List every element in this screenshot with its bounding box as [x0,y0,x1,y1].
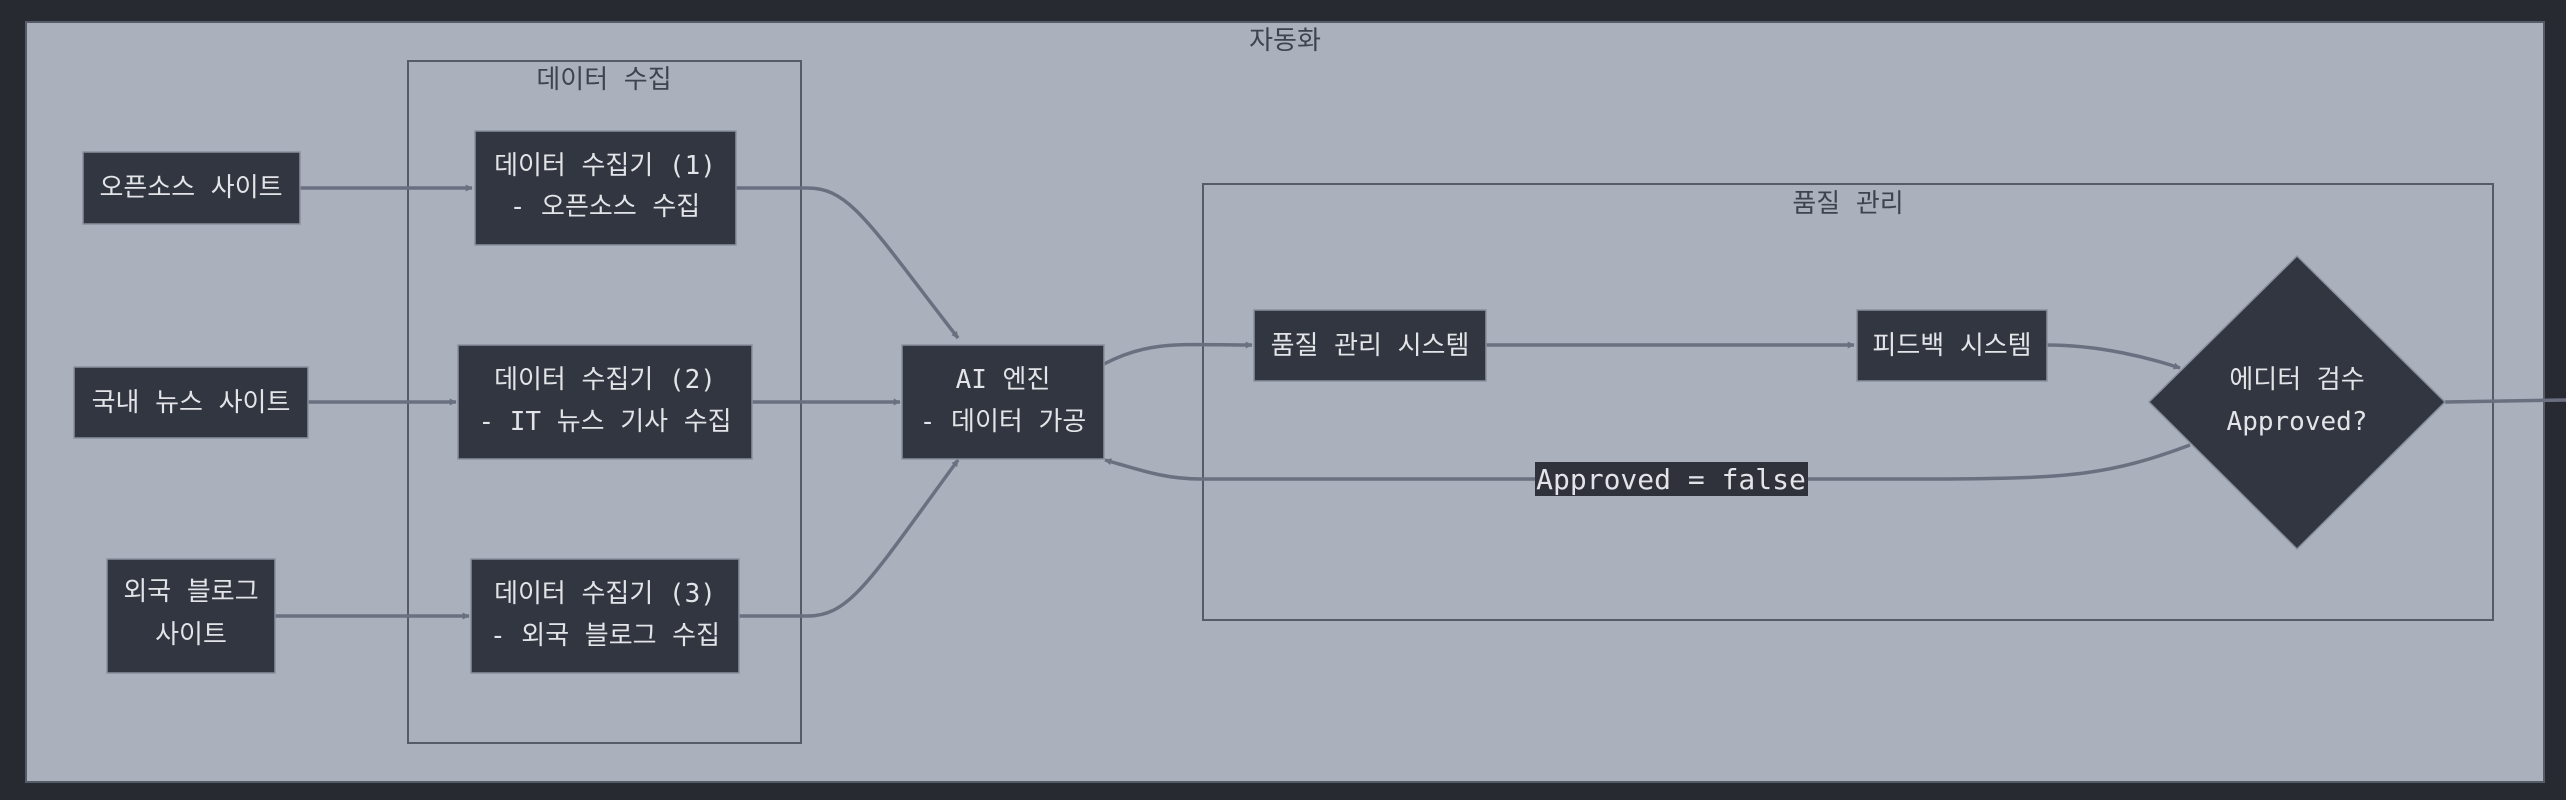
node-domestic-news-label: 국내 뉴스 사이트 [92,388,291,418]
node-feedback-system: 피드백 시스템 [1856,309,2048,382]
node-collector-2-line1: 데이터 수집기 (2) [494,365,716,395]
node-feedback-system-box [1856,309,2048,382]
node-collector-3-line2: - 외국 블로그 수집 [490,621,720,651]
node-collector-1-box [474,130,737,246]
node-domestic-news-box [73,366,309,439]
node-editor-review-line2: Approved? [2227,407,2368,437]
node-collector-3-line1: 데이터 수집기 (3) [494,579,716,609]
node-collector-3-box [470,558,740,674]
node-collector-1-line1: 데이터 수집기 (1) [494,151,716,181]
edge-collector1-to-ai [736,186,960,340]
node-qa-system: 품질 관리 시스템 [1253,309,1487,382]
node-collector-2: 데이터 수집기 (2) - IT 뉴스 기사 수집 [457,344,753,460]
node-foreign-blog-box [106,558,276,674]
node-editor-review-diamond [2147,254,2447,551]
node-ai-engine: AI 엔진 - 데이터 가공 [901,344,1105,460]
node-collector-3: 데이터 수집기 (3) - 외국 블로그 수집 [470,558,740,674]
edge-feedback-to-review [2046,343,2181,370]
edge-review-approved-out [2444,398,2566,404]
edge-label-rejected-bg [1535,462,1808,496]
node-qa-system-box [1253,309,1487,382]
edge-collector3-to-ai [739,458,960,618]
edge-ai-to-qa [1103,341,1253,366]
cluster-quality-label: 품질 관리 [1792,189,1903,219]
node-opensource-site-box [82,151,301,225]
node-ai-engine-box [901,344,1105,460]
node-domestic-news: 국내 뉴스 사이트 [73,366,309,439]
node-editor-review: 에디터 검수 Approved? [2147,254,2447,551]
cluster-collection-label: 데이터 수집 [536,65,671,95]
node-opensource-site-label: 오픈소스 사이트 [99,173,282,203]
node-collector-1: 데이터 수집기 (1) - 오픈소스 수집 [474,130,737,246]
edge-review-to-ai-rejected [1104,443,2191,481]
node-foreign-blog-line2: 사이트 [155,620,227,650]
edge-label-rejected-text: Approved = false [1536,463,1806,496]
edge-label-rejected: Approved = false [1535,462,1808,496]
cluster-automation-label: 자동화 [1249,26,1321,56]
node-foreign-blog: 외국 블로그 사이트 [106,558,276,674]
node-collector-2-line2: - IT 뉴스 기사 수집 [478,407,731,437]
node-editor-review-line1: 에디터 검수 [2229,365,2364,395]
edges [275,184,2566,620]
node-qa-system-label: 품질 관리 시스템 [1271,331,1470,361]
node-ai-engine-line2: - 데이터 가공 [920,407,1087,437]
node-opensource-site: 오픈소스 사이트 [82,151,301,225]
node-ai-engine-line1: AI 엔진 [956,365,1051,395]
node-collector-1-line2: - 오픈소스 수집 [510,192,700,222]
node-collector-2-box [457,344,753,460]
node-feedback-system-label: 피드백 시스템 [1872,331,2031,361]
node-foreign-blog-line1: 외국 블로그 [123,577,258,607]
